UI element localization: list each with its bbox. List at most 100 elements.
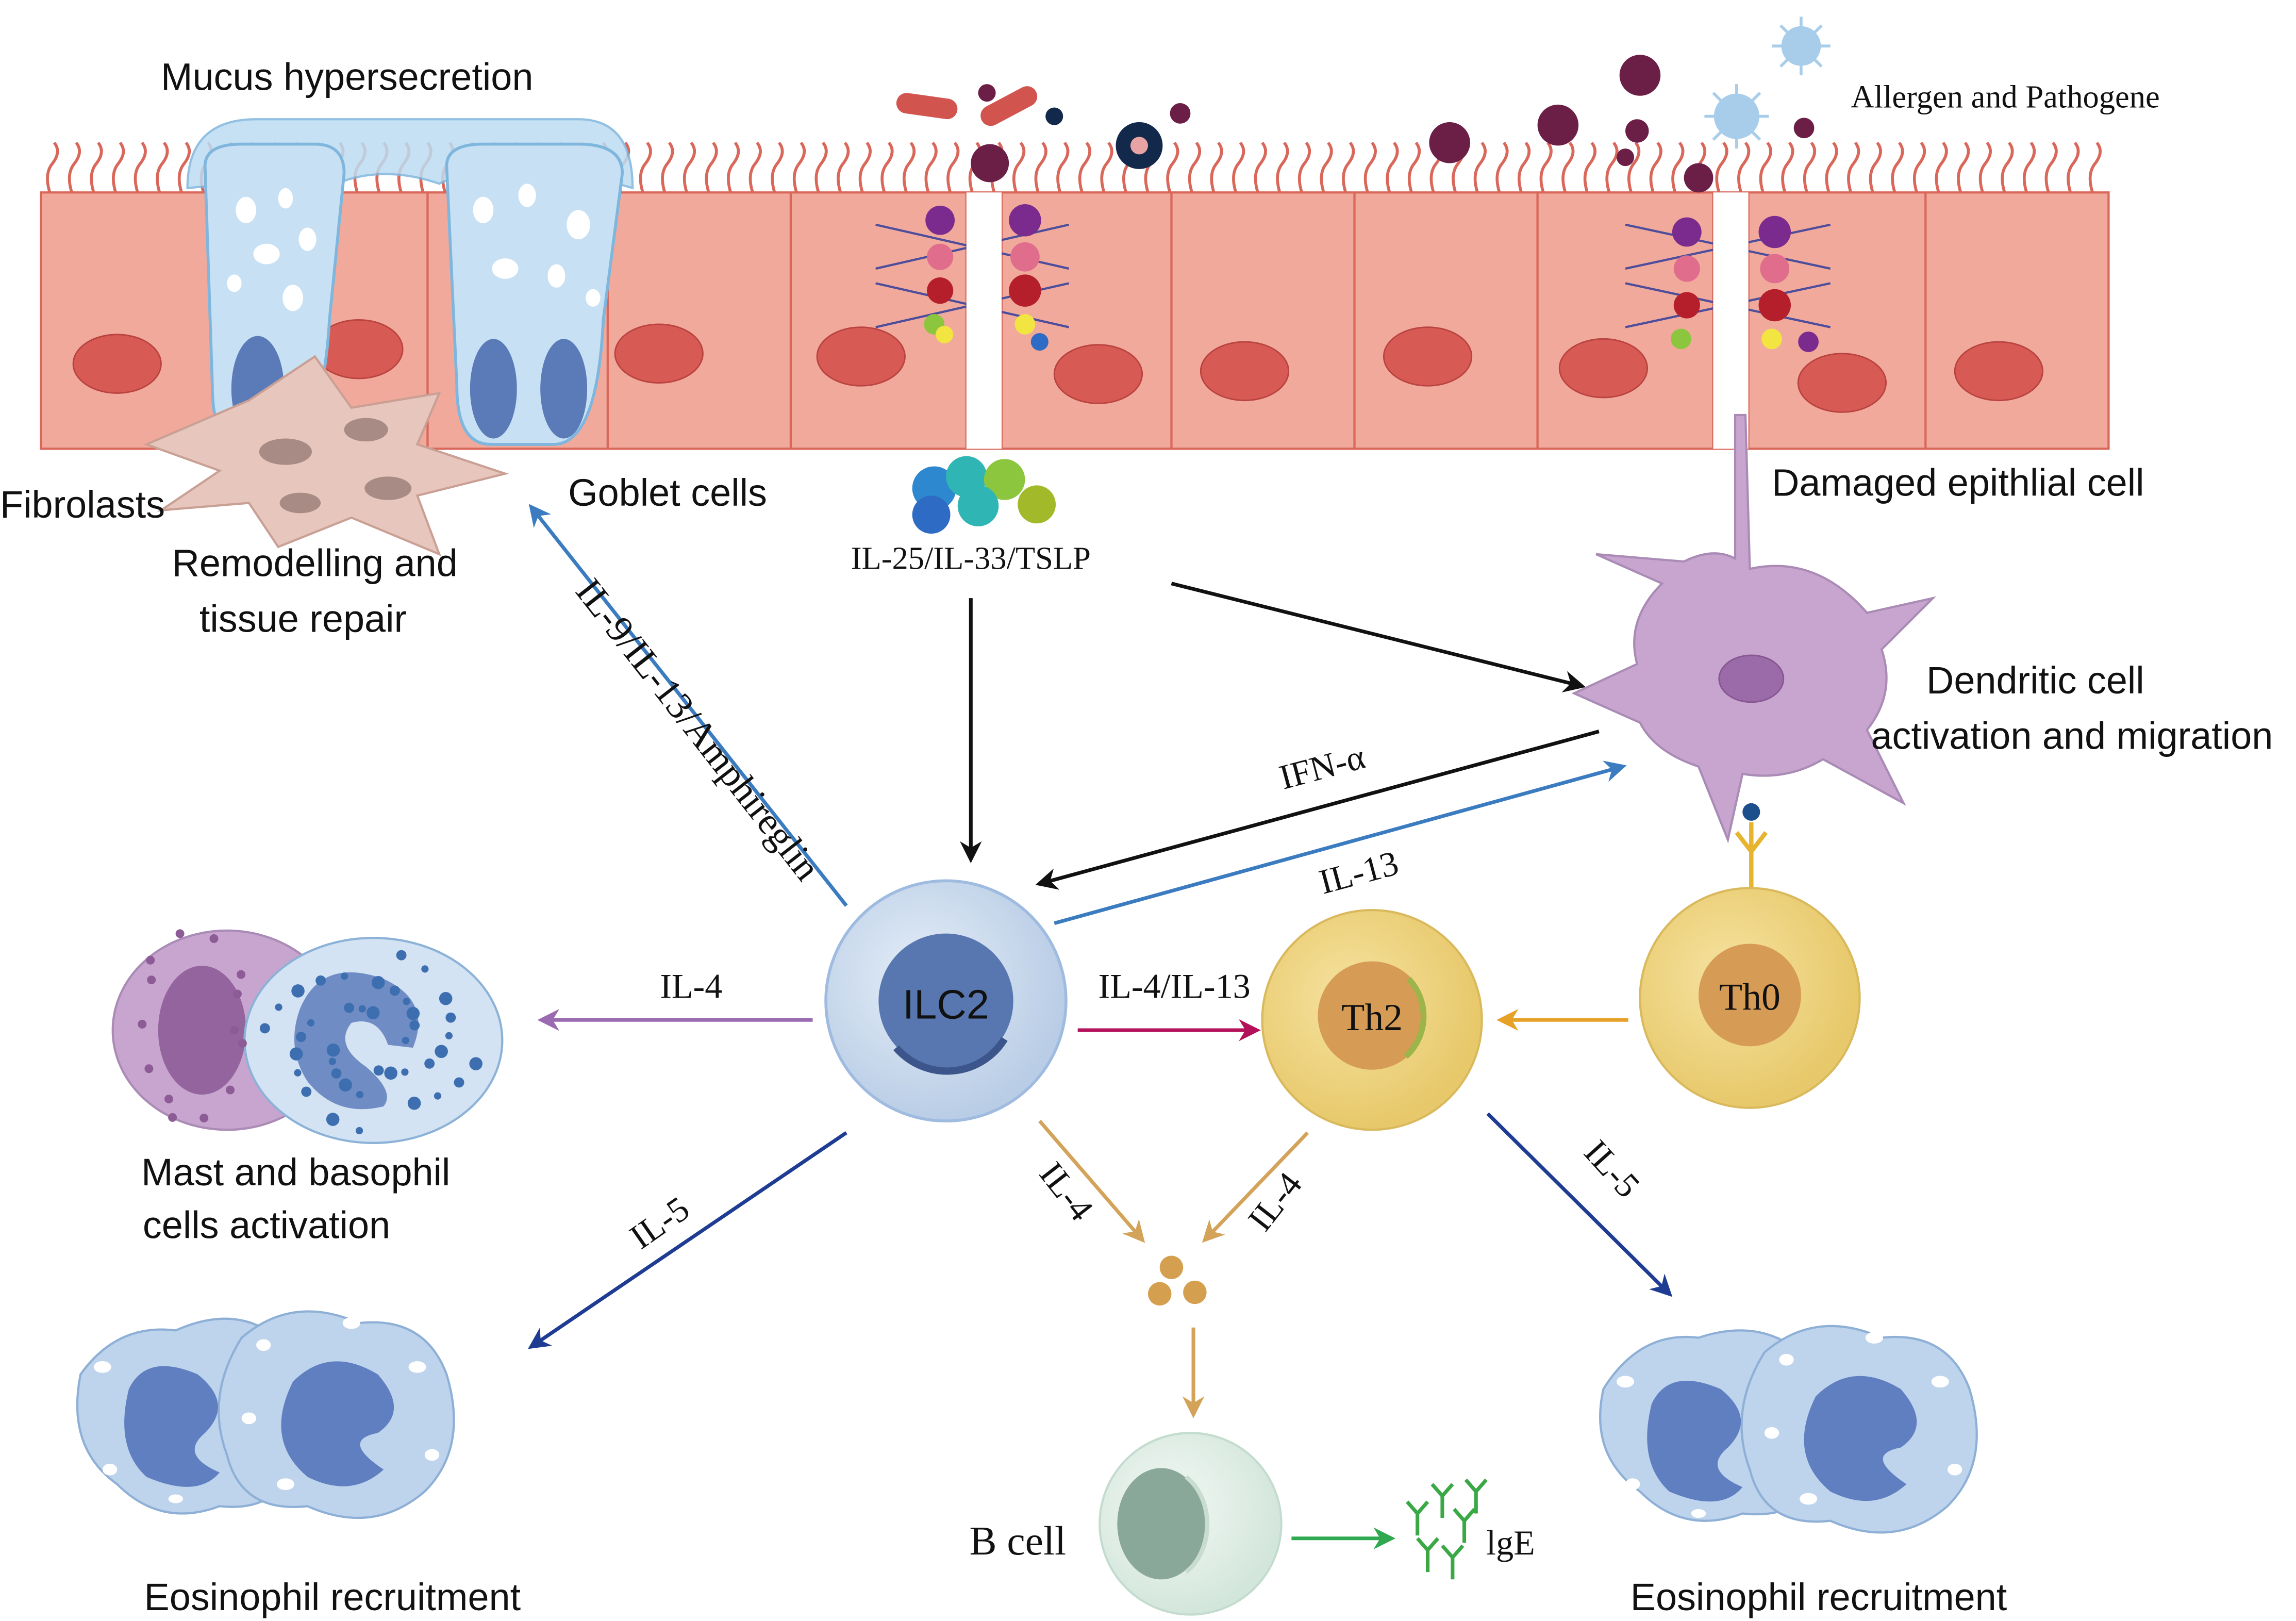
microvillus (639, 141, 652, 193)
microvillus (2044, 141, 2058, 193)
microvillus (1935, 141, 1948, 193)
granule (356, 1090, 364, 1099)
nucleus (1053, 344, 1143, 404)
granule (406, 1006, 420, 1020)
fibroblast (143, 355, 509, 556)
cytokine-cluster (912, 456, 1056, 534)
microvillus (2067, 141, 2080, 193)
microvillus (1583, 141, 1596, 193)
arrow-th2-to-eos (1486, 1112, 1673, 1297)
granule (138, 1019, 147, 1029)
granule (355, 1127, 363, 1135)
microvillus (661, 141, 674, 193)
granule (144, 1064, 154, 1073)
microvillus (748, 141, 762, 193)
granule (358, 1005, 366, 1013)
microvillus (1517, 141, 1531, 193)
granule (291, 984, 305, 998)
label-mucus: Mucus hypersecretion (161, 55, 533, 98)
nucleus (614, 323, 704, 384)
granule (469, 1057, 483, 1070)
granule (326, 1043, 340, 1057)
eosinophil-granules (1616, 1332, 1962, 1518)
microvillus (1912, 141, 1926, 193)
microvillus (1386, 141, 1399, 193)
nucleus (1954, 341, 2044, 402)
b-cell (1099, 1432, 1283, 1616)
goblet-granules (473, 184, 601, 307)
granule (384, 1066, 397, 1080)
th0-cell (1639, 887, 1861, 1109)
granule (301, 1086, 312, 1097)
microvillus (771, 141, 784, 193)
arrow-ilc2-to-eos (528, 1131, 847, 1349)
label-il4-il13: IL-4/IL-13 (1099, 967, 1251, 1006)
microvillus (68, 141, 81, 193)
label-il5-left: IL-5 (623, 1188, 696, 1256)
arrow-ilc2-to-dc-il13 (1054, 760, 1627, 925)
microvillus (1012, 141, 1026, 193)
granule (373, 1065, 384, 1076)
microvillus (1166, 141, 1179, 193)
microvillus (1407, 141, 1421, 193)
microvillus (1825, 141, 1838, 193)
granule (421, 965, 429, 973)
goblet-cell (445, 142, 624, 446)
microvillus (1781, 141, 1794, 193)
microvillus (1100, 141, 1113, 193)
nucleus (816, 326, 906, 387)
granule (307, 1019, 315, 1027)
microvillus (1715, 141, 1728, 193)
granule (396, 950, 407, 961)
granule (209, 934, 219, 944)
mast-granules (138, 929, 247, 1123)
arrow-dc-to-ilc2-ifn (1035, 730, 1600, 890)
microvillus (177, 141, 191, 193)
microvillus (1649, 141, 1662, 193)
granule (409, 1020, 420, 1031)
microvillus (1254, 141, 1267, 193)
label-mast-1: Mast and basophil (141, 1151, 450, 1194)
granule (199, 1113, 209, 1123)
label-remodelling-1: Remodelling and (172, 542, 458, 585)
microvillus (1759, 141, 1772, 193)
microvillus (1188, 141, 1201, 193)
arrows (528, 504, 1673, 1550)
microvillus (1342, 141, 1355, 193)
microvillus (1957, 141, 1970, 193)
nucleus (72, 334, 162, 394)
microvillus (705, 141, 718, 193)
label-il4-mast: IL-4 (660, 967, 722, 1006)
microvillus (2001, 141, 2014, 193)
granule (439, 991, 453, 1005)
arrow-th2-to-b-il4 (1202, 1131, 1309, 1243)
nucleus (1383, 326, 1473, 387)
microvillus (156, 141, 169, 193)
microvillus (1869, 141, 1882, 193)
label-fibroblasts: Fibrolasts (0, 483, 165, 526)
nucleus (1200, 341, 1290, 402)
microvillus (858, 141, 872, 193)
granule (164, 1095, 174, 1104)
granule (331, 1068, 342, 1079)
granule (366, 1006, 380, 1020)
label-eos-left: Eosinophil recruitment (144, 1576, 521, 1618)
granule (424, 1058, 435, 1069)
granule (259, 1023, 270, 1034)
microvillus (1297, 141, 1311, 193)
microvillus (1320, 141, 1333, 193)
label-remodelling-2: tissue repair (199, 597, 407, 640)
granule (226, 1085, 235, 1095)
arrow-ilc2-to-b-il4 (1038, 1119, 1145, 1243)
microvillus (1671, 141, 1685, 193)
label-dc-2: activation and migration (1871, 715, 2273, 757)
label-cytokines: IL-25/IL-33/TSLP (851, 540, 1091, 576)
arrow-ilc2-to-goblet (528, 504, 848, 907)
granule (175, 929, 185, 938)
ilc2-cell (824, 879, 1068, 1123)
label-mast-2: cells activation (143, 1203, 390, 1246)
granule (407, 1097, 421, 1110)
label-il9: IL-9/IL-13/Amphireglin (568, 571, 829, 888)
microvillus (1737, 141, 1751, 193)
granule (328, 1057, 336, 1065)
